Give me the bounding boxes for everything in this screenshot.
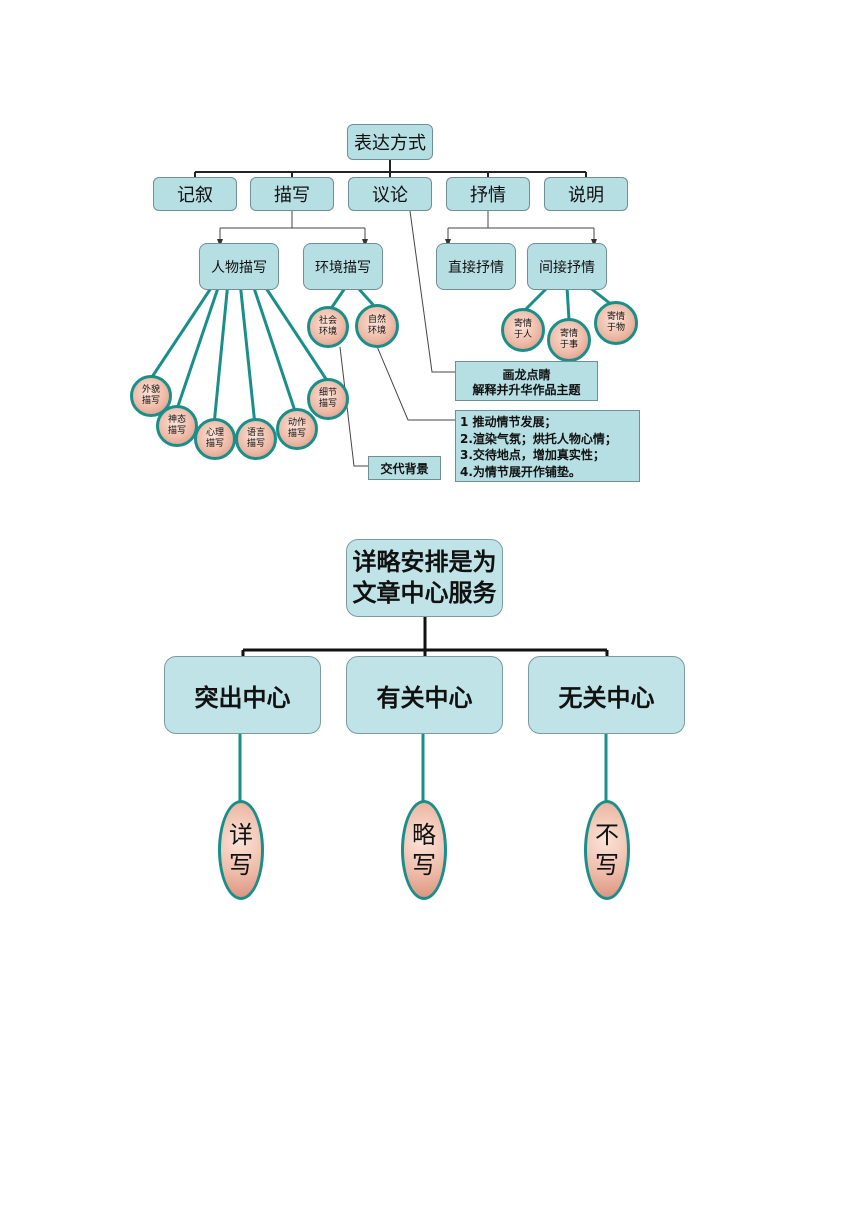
node-unrelated-center: 无关中心 — [528, 656, 685, 734]
node-argument: 议论 — [348, 177, 432, 211]
bubble-omit: 不 写 — [584, 800, 630, 900]
bubble-emotion-in-events: 寄情 于事 — [547, 318, 591, 362]
note-natural-line1: 1 推动情节发展； — [460, 415, 557, 429]
note-natural-line2: 2.渲染气氛；烘托人物心情； — [460, 431, 617, 446]
node-character-description: 人物描写 — [199, 243, 279, 290]
bubble-language: 语言 描写 — [235, 418, 277, 460]
bubble-natural-environment: 自然 环境 — [355, 304, 399, 348]
bottom-root-line2: 文章中心服务 — [352, 579, 497, 607]
bubble-detail: 细节 描写 — [307, 378, 349, 420]
node-direct-lyric: 直接抒情 — [436, 243, 516, 290]
note-argument: 画龙点睛 解释并升华作品主题 — [455, 361, 598, 401]
bubble-brief: 略 写 — [401, 800, 447, 900]
node-lyric: 抒情 — [446, 177, 530, 211]
bubble-appearance: 外貌 描写 — [130, 375, 172, 417]
bubble-emotion-in-objects: 寄情 于物 — [594, 301, 638, 345]
bubble-social-environment: 社会 环境 — [307, 306, 349, 348]
node-environment-description: 环境描写 — [303, 243, 383, 290]
bubble-detailed: 详 写 — [218, 800, 264, 900]
bottom-root-node: 详略安排是为 文章中心服务 — [346, 539, 503, 617]
node-exposition: 说明 — [544, 177, 628, 211]
note-natural-environment: 1 推动情节发展； 2.渲染气氛；烘托人物心情； 3.交待地点，增加真实性； 4… — [455, 410, 640, 482]
bottom-root-line1: 详略安排是为 — [352, 547, 497, 576]
node-indirect-lyric: 间接抒情 — [527, 243, 607, 290]
note-argument-line1: 画龙点睛 — [502, 368, 551, 382]
note-natural-line4: 4.为情节展开作铺垫。 — [460, 464, 581, 479]
bubble-psychology: 心理 描写 — [194, 418, 236, 460]
root-node: 表达方式 — [347, 124, 433, 160]
bubble-expression: 神态 描写 — [156, 405, 198, 447]
note-natural-line3: 3.交待地点，增加真实性； — [460, 448, 605, 462]
node-highlight-center: 突出中心 — [164, 656, 321, 734]
note-argument-line2: 解释并升华作品主题 — [472, 383, 581, 397]
node-narration: 记叙 — [153, 177, 237, 211]
note-social-environment: 交代背景 — [368, 456, 441, 480]
node-related-center: 有关中心 — [346, 656, 503, 734]
bubble-emotion-in-people: 寄情 于人 — [501, 308, 545, 352]
bubble-action: 动作 描写 — [276, 408, 318, 450]
node-description: 描写 — [250, 177, 334, 211]
